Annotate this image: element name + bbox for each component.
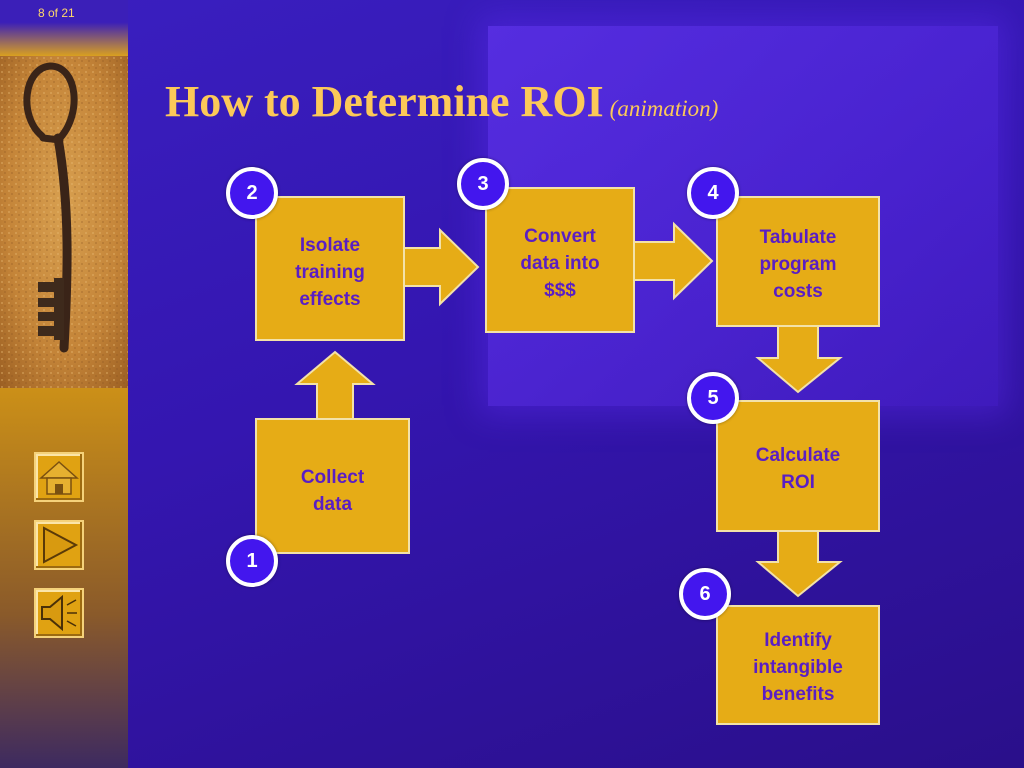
arrow-right-2 (631, 221, 714, 301)
step-label: Collect data (300, 467, 365, 515)
key-icon (23, 62, 78, 353)
next-button[interactable] (34, 520, 84, 570)
step-number-badge: 1 (226, 535, 278, 587)
step-box-calculate-roi: Calculate ROI (716, 400, 880, 532)
step-label: Calculate ROI (755, 445, 841, 493)
page-title: How to Determine ROI(animation) (165, 76, 718, 127)
arrow-right-1 (401, 227, 480, 307)
arrow-up (294, 350, 376, 423)
arrow-down-2 (755, 529, 843, 598)
step-box-collect-data: Collect data (255, 418, 410, 554)
step-box-isolate-effects: Isolate training effects (255, 196, 405, 341)
key-photo (0, 56, 128, 388)
sidebar: 8 of 21 (0, 0, 128, 768)
play-icon (43, 526, 79, 564)
speaker-icon (41, 594, 77, 632)
arrow-down-1 (755, 325, 843, 394)
step-number-badge: 2 (226, 167, 278, 219)
sidebar-top (0, 0, 128, 56)
sound-button[interactable] (34, 588, 84, 638)
title-text: How to Determine ROI (165, 77, 604, 126)
step-number-badge: 6 (679, 568, 731, 620)
step-label: Identify intangible benefits (753, 630, 843, 705)
step-number-badge: 5 (687, 372, 739, 424)
title-note: (animation) (609, 96, 719, 121)
home-icon (39, 460, 79, 495)
step-label: Tabulate program costs (759, 227, 837, 302)
step-label: Isolate training effects (295, 235, 365, 310)
step-label: Convert data into $$$ (520, 226, 600, 301)
home-button[interactable] (34, 452, 84, 502)
step-number-badge: 3 (457, 158, 509, 210)
step-box-identify-benefits: Identify intangible benefits (716, 605, 880, 725)
step-box-convert-data: Convert data into $$$ (485, 187, 635, 333)
page-counter: 8 of 21 (38, 6, 75, 20)
step-number-badge: 4 (687, 167, 739, 219)
step-box-tabulate-costs: Tabulate program costs (716, 196, 880, 327)
